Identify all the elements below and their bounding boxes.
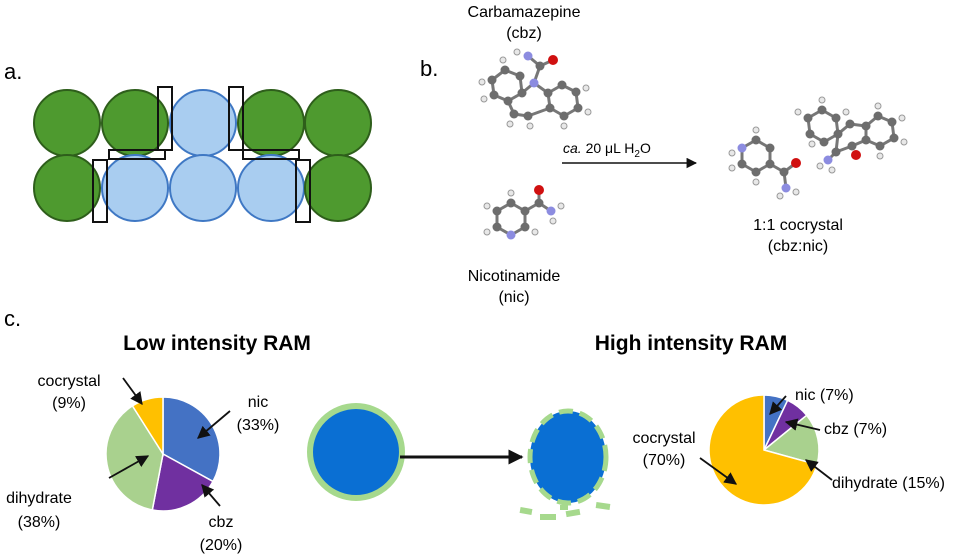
blue-particle: [169, 154, 237, 222]
green-particle: [237, 89, 305, 157]
low-intensity-title: Low intensity RAM: [123, 332, 311, 355]
high-label-cocrystal: cocrystal: [632, 430, 695, 447]
high-pie-arrows: [699, 395, 833, 485]
arrow-high-cbz: [784, 418, 821, 431]
particle-packing-diagram: [33, 86, 372, 223]
contact-box: [92, 159, 108, 223]
carbamazepine-abbr: (cbz): [506, 25, 542, 42]
low-label-cocrystal: cocrystal: [37, 373, 100, 390]
arrow-cocrystal: [122, 377, 143, 406]
green-particle: [304, 89, 372, 157]
detached-fragments: [519, 502, 611, 520]
low-pct-cbz: (20%): [200, 537, 243, 554]
green-particle: [33, 154, 101, 222]
product-abbr: (cbz:nic): [768, 238, 828, 255]
arrow-dihydrate: [108, 455, 150, 479]
high-label-nic: nic (7%): [795, 387, 854, 404]
low-label-cbz: cbz: [209, 514, 234, 531]
panel-c-label: c.: [4, 306, 21, 331]
arrow-cbz: [201, 484, 221, 507]
contact-box: [242, 149, 300, 160]
blue-particle: [237, 154, 305, 222]
high-label-cbz: cbz (7%): [824, 421, 887, 438]
blue-particle: [169, 89, 237, 157]
arrow-high-dihydrate: [805, 459, 833, 481]
low-label-dihydrate: dihydrate: [6, 490, 72, 507]
high-pct-cocrystal: (70%): [643, 452, 686, 469]
contact-box: [295, 159, 311, 223]
particle-after: [527, 408, 609, 506]
arrow-nic: [197, 410, 231, 439]
cocrystal-molecule: [740, 108, 896, 189]
cocrystal-atoms: [728, 96, 908, 200]
low-pct-cocrystal: (9%): [52, 395, 86, 412]
svg-text:ca. 20 μL H2O: ca. 20 μL H2O: [563, 140, 651, 160]
high-intensity-title: High intensity RAM: [595, 332, 788, 355]
low-pct-dihydrate: (38%): [18, 514, 61, 531]
green-particle: [33, 89, 101, 157]
high-intensity-pie: [708, 394, 820, 506]
nicotinamide-atoms: [483, 185, 565, 240]
arrow-high-nic: [769, 395, 787, 415]
particle-before: [307, 403, 405, 501]
nicotinamide-name: Nicotinamide: [468, 268, 561, 285]
contact-box: [228, 86, 244, 151]
high-label-dihydrate: dihydrate (15%): [832, 475, 945, 492]
low-pie-arrows: [108, 377, 231, 507]
low-intensity-pie: [105, 396, 221, 512]
nicotinamide-abbr: (nic): [498, 289, 529, 306]
arrow-high-cocrystal: [699, 457, 738, 485]
blue-particle: [101, 154, 169, 222]
panel-a-label: a.: [4, 59, 22, 84]
carbamazepine-atoms: [478, 48, 592, 130]
product-name: 1:1 cocrystal: [753, 217, 843, 234]
contact-box: [108, 149, 166, 160]
reaction-conditions: ca. 20 μL H2O: [563, 140, 651, 160]
carbamazepine-name: Carbamazepine: [468, 4, 581, 21]
green-particle: [304, 154, 372, 222]
pie-slice-cocrystal: [131, 396, 164, 457]
low-pct-nic: (33%): [237, 417, 280, 434]
panel-b-label: b.: [420, 56, 438, 81]
process-schematic: [307, 403, 611, 520]
low-label-nic: nic: [248, 394, 268, 411]
